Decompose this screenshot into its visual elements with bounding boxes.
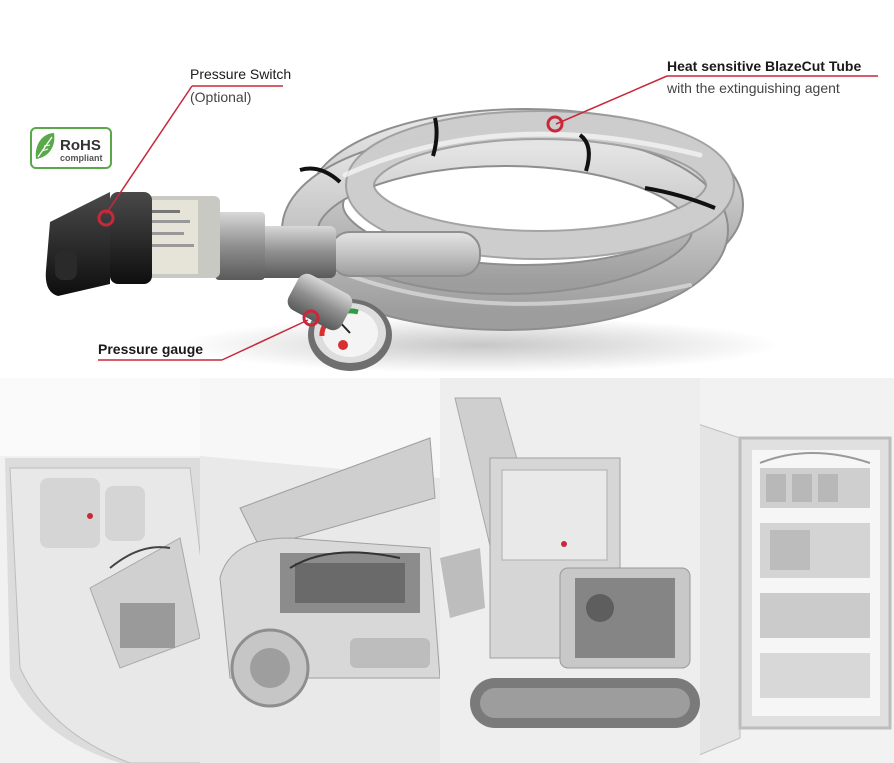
rohs-badge: RoHS compliant: [30, 127, 112, 169]
coiled-tube: [281, 108, 744, 331]
pressure-gauge-label: Pressure gauge: [98, 341, 204, 357]
excavator-application-scene: [440, 378, 700, 763]
electrical-cabinet-application-scene: [700, 378, 894, 763]
pressure-switch-label: Pressure Switch: [190, 66, 292, 82]
product-panel: Pressure Switch (Optional) Heat sensitiv…: [0, 0, 894, 378]
car-application-scene: [200, 378, 440, 763]
blazecut-tube-sublabel: with the extinguishing agent: [667, 80, 840, 96]
callout-markers: [97, 115, 564, 327]
applications-panel: [0, 378, 894, 763]
blazecut-product-illustration: [45, 75, 878, 373]
leaf-icon: [35, 133, 55, 159]
pressure-switch-illustration: [45, 192, 220, 296]
pressure-gauge-illustration: [287, 273, 392, 371]
callout-lines: [98, 75, 878, 361]
blazecut-tube-label: Heat sensitive BlazeCut Tube: [667, 58, 862, 74]
pressure-switch-optional-label: (Optional): [190, 89, 252, 105]
rohs-text: RoHS: [60, 137, 101, 154]
rohs-compliant-text: compliant: [60, 153, 103, 163]
cable-ties: [299, 117, 716, 210]
